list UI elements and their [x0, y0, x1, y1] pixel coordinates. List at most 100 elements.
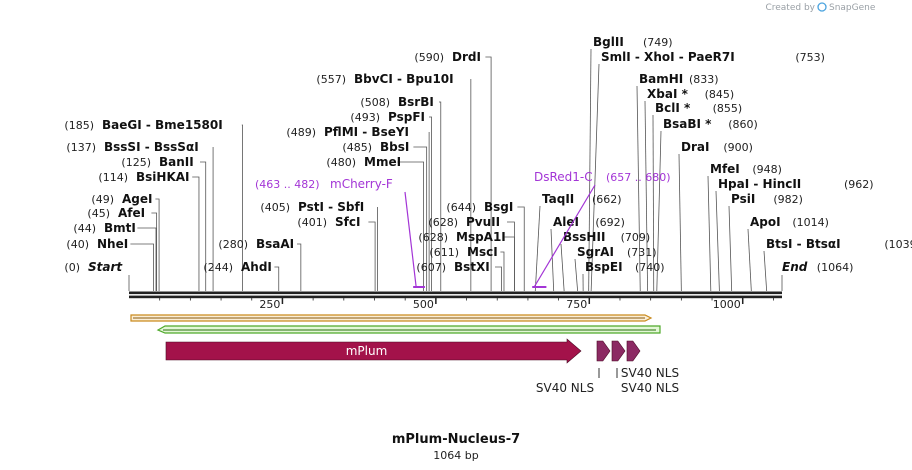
- site-bsshii[interactable]: BssHII(709): [563, 230, 650, 244]
- site-name-pspfi: PspFI: [388, 110, 425, 124]
- site-drdi[interactable]: (590)DrdI: [414, 50, 481, 64]
- site-bbvci[interactable]: (557)BbvCI - Bpu10I: [316, 72, 453, 86]
- site-alei[interactable]: AleI(692): [553, 215, 625, 229]
- primer-layer: (463 .. 482)mCherry-F DsRed1-C(657 .. 680…: [255, 170, 671, 288]
- site-name-apoi: ApoI: [750, 215, 781, 229]
- site-pflmi[interactable]: (489)PflMI - BseYI: [286, 125, 409, 139]
- lead-line-smli: [590, 63, 600, 292]
- primer-mcherry-f-range: (463 .. 482): [255, 178, 320, 191]
- site-afei[interactable]: (45)AfeI: [87, 206, 145, 220]
- site-btsi[interactable]: BtsI - BtsαI(1039): [766, 237, 912, 251]
- site-name-bsssi: BssSI - BssSαI: [104, 140, 199, 154]
- lead-line-baegi: [241, 124, 243, 291]
- site-banii[interactable]: (125)BanII: [121, 155, 193, 169]
- site-position-bcli: (855): [713, 102, 743, 115]
- site-smli[interactable]: SmlI - XhoI - PaeR7I(753): [601, 50, 825, 64]
- primer-dsred1-c[interactable]: DsRed1-C(657 .. 680): [532, 170, 671, 288]
- lead-line-sgrai: [574, 258, 579, 292]
- credit-prefix: Created by: [765, 3, 815, 13]
- site-position-apoi: (1014): [792, 216, 829, 229]
- site-name-sgrai: SgrAI: [577, 245, 614, 259]
- site-position-bspei: (740): [635, 261, 665, 274]
- site-position-bsrbi: (508): [360, 96, 390, 109]
- site-name-agei: AgeI: [122, 192, 152, 206]
- site-bsssi[interactable]: (137)BssSI - BssSαI: [66, 140, 198, 154]
- site-psii[interactable]: PsiI(982): [731, 192, 803, 206]
- site-apoi[interactable]: ApoI (1014): [750, 215, 829, 229]
- site-end[interactable]: End(1064): [782, 260, 853, 274]
- lead-line-msci: [500, 251, 505, 291]
- site-name-mmei: MmeI: [364, 155, 401, 169]
- lead-line-psii: [728, 205, 733, 292]
- feature-sv40-nls-2[interactable]: [611, 340, 626, 362]
- backbone-bottom-strand: [129, 295, 782, 299]
- site-bamhi[interactable]: BamHI(833): [639, 72, 719, 86]
- feature-segment-3[interactable]: [626, 340, 641, 362]
- site-name-bsaai: BsaAI: [256, 237, 294, 251]
- site-position-drai: (900): [723, 141, 753, 154]
- site-position-ahdi: (244): [203, 261, 233, 274]
- snapgene-credit: Created by SnapGene: [765, 2, 876, 13]
- feature-mplum[interactable]: mPlum: [165, 338, 582, 364]
- lead-line-bglii: [588, 48, 592, 292]
- lead-line-sfci: [368, 221, 376, 291]
- lead-line-mfei: [707, 175, 712, 292]
- site-pvuii[interactable]: (628)PvuII: [428, 215, 500, 229]
- lead-line-alei: [550, 228, 555, 292]
- site-bmti[interactable]: (44)BmtI: [73, 221, 135, 235]
- dna-backbone: [129, 291, 782, 299]
- site-sfci[interactable]: (401)SfcI: [297, 215, 360, 229]
- site-position-afei: (45): [87, 207, 110, 220]
- site-position-mspa1i: (628): [418, 231, 448, 244]
- site-mspa1i[interactable]: (628)MspA1I: [418, 230, 505, 244]
- sv40-nls-label-1: SV40 NLS: [536, 381, 594, 395]
- lead-line-bmti: [137, 227, 157, 291]
- primer-mcherry-f[interactable]: (463 .. 482)mCherry-F: [255, 177, 425, 288]
- site-bsihkai[interactable]: (114)BsiHKAI: [98, 170, 189, 184]
- site-bsrbi[interactable]: (508)BsrBI: [360, 95, 433, 109]
- site-position-bsihkai: (114): [98, 171, 128, 184]
- site-mmei[interactable]: (480)MmeI: [326, 155, 401, 169]
- site-msci[interactable]: (611)MscI: [429, 245, 497, 259]
- site-bglii[interactable]: BglII(749): [593, 35, 673, 49]
- site-start[interactable]: (0)Start: [64, 260, 123, 274]
- site-sgrai[interactable]: SgrAI (731): [577, 245, 657, 259]
- site-baegi[interactable]: (185)BaeGI - Bme1580I: [64, 118, 222, 132]
- site-xbai[interactable]: XbaI *(845): [647, 87, 734, 101]
- site-bspei[interactable]: BspEI(740): [585, 260, 665, 274]
- site-position-psii: (982): [773, 193, 803, 206]
- site-bsabi[interactable]: BsaBI *(860): [663, 117, 758, 131]
- lead-line-bstxi: [495, 266, 502, 291]
- site-ahdi[interactable]: (244)AhdI: [203, 260, 271, 274]
- lead-line-bsaai: [297, 243, 302, 291]
- site-bsgi[interactable]: (644)BsgI: [446, 200, 513, 214]
- site-bbsi[interactable]: (485)BbsI: [342, 140, 409, 154]
- site-drai[interactable]: DraI(900): [681, 140, 753, 154]
- feature-sv40-nls-1[interactable]: [596, 340, 611, 362]
- site-psti[interactable]: (405)PstI - SbfI: [260, 200, 364, 214]
- site-bcli[interactable]: BclI * (855): [655, 101, 742, 115]
- site-position-sgrai: (731): [627, 246, 657, 259]
- lead-line-bsihkai: [192, 176, 200, 291]
- site-agei[interactable]: (49)AgeI: [91, 192, 152, 206]
- orf-bars: [130, 314, 661, 334]
- sv40-nls-label-3: SV40 NLS: [621, 381, 679, 395]
- lead-line-mmei: [397, 161, 424, 291]
- sv40-nls-label-2: SV40 NLS: [621, 366, 679, 380]
- site-nhei[interactable]: (40)NheI: [66, 237, 128, 251]
- site-pspfi[interactable]: (493)PspFI: [350, 110, 425, 124]
- lead-line-mspa1i: [504, 236, 515, 291]
- lead-line-bsrbi: [439, 101, 442, 291]
- site-position-smli: (753): [795, 51, 825, 64]
- site-name-bcli: BclI *: [655, 101, 691, 115]
- site-hpai[interactable]: HpaI - HincII(962): [718, 177, 874, 191]
- map-title: mPlum-Nucleus-7: [392, 432, 520, 447]
- site-mfei[interactable]: MfeI(948): [710, 162, 782, 176]
- site-bsaai[interactable]: (280)BsaAI: [218, 237, 294, 251]
- site-position-msci: (611): [429, 246, 459, 259]
- tick-label-250: 250: [259, 298, 280, 311]
- site-taqii[interactable]: TaqII(662): [542, 192, 622, 206]
- site-bstxi[interactable]: (607)BstXI: [416, 260, 489, 274]
- site-labels: (0)Start (40)NheI (44)BmtI(45)AfeI(49)AgeI…: [64, 35, 912, 274]
